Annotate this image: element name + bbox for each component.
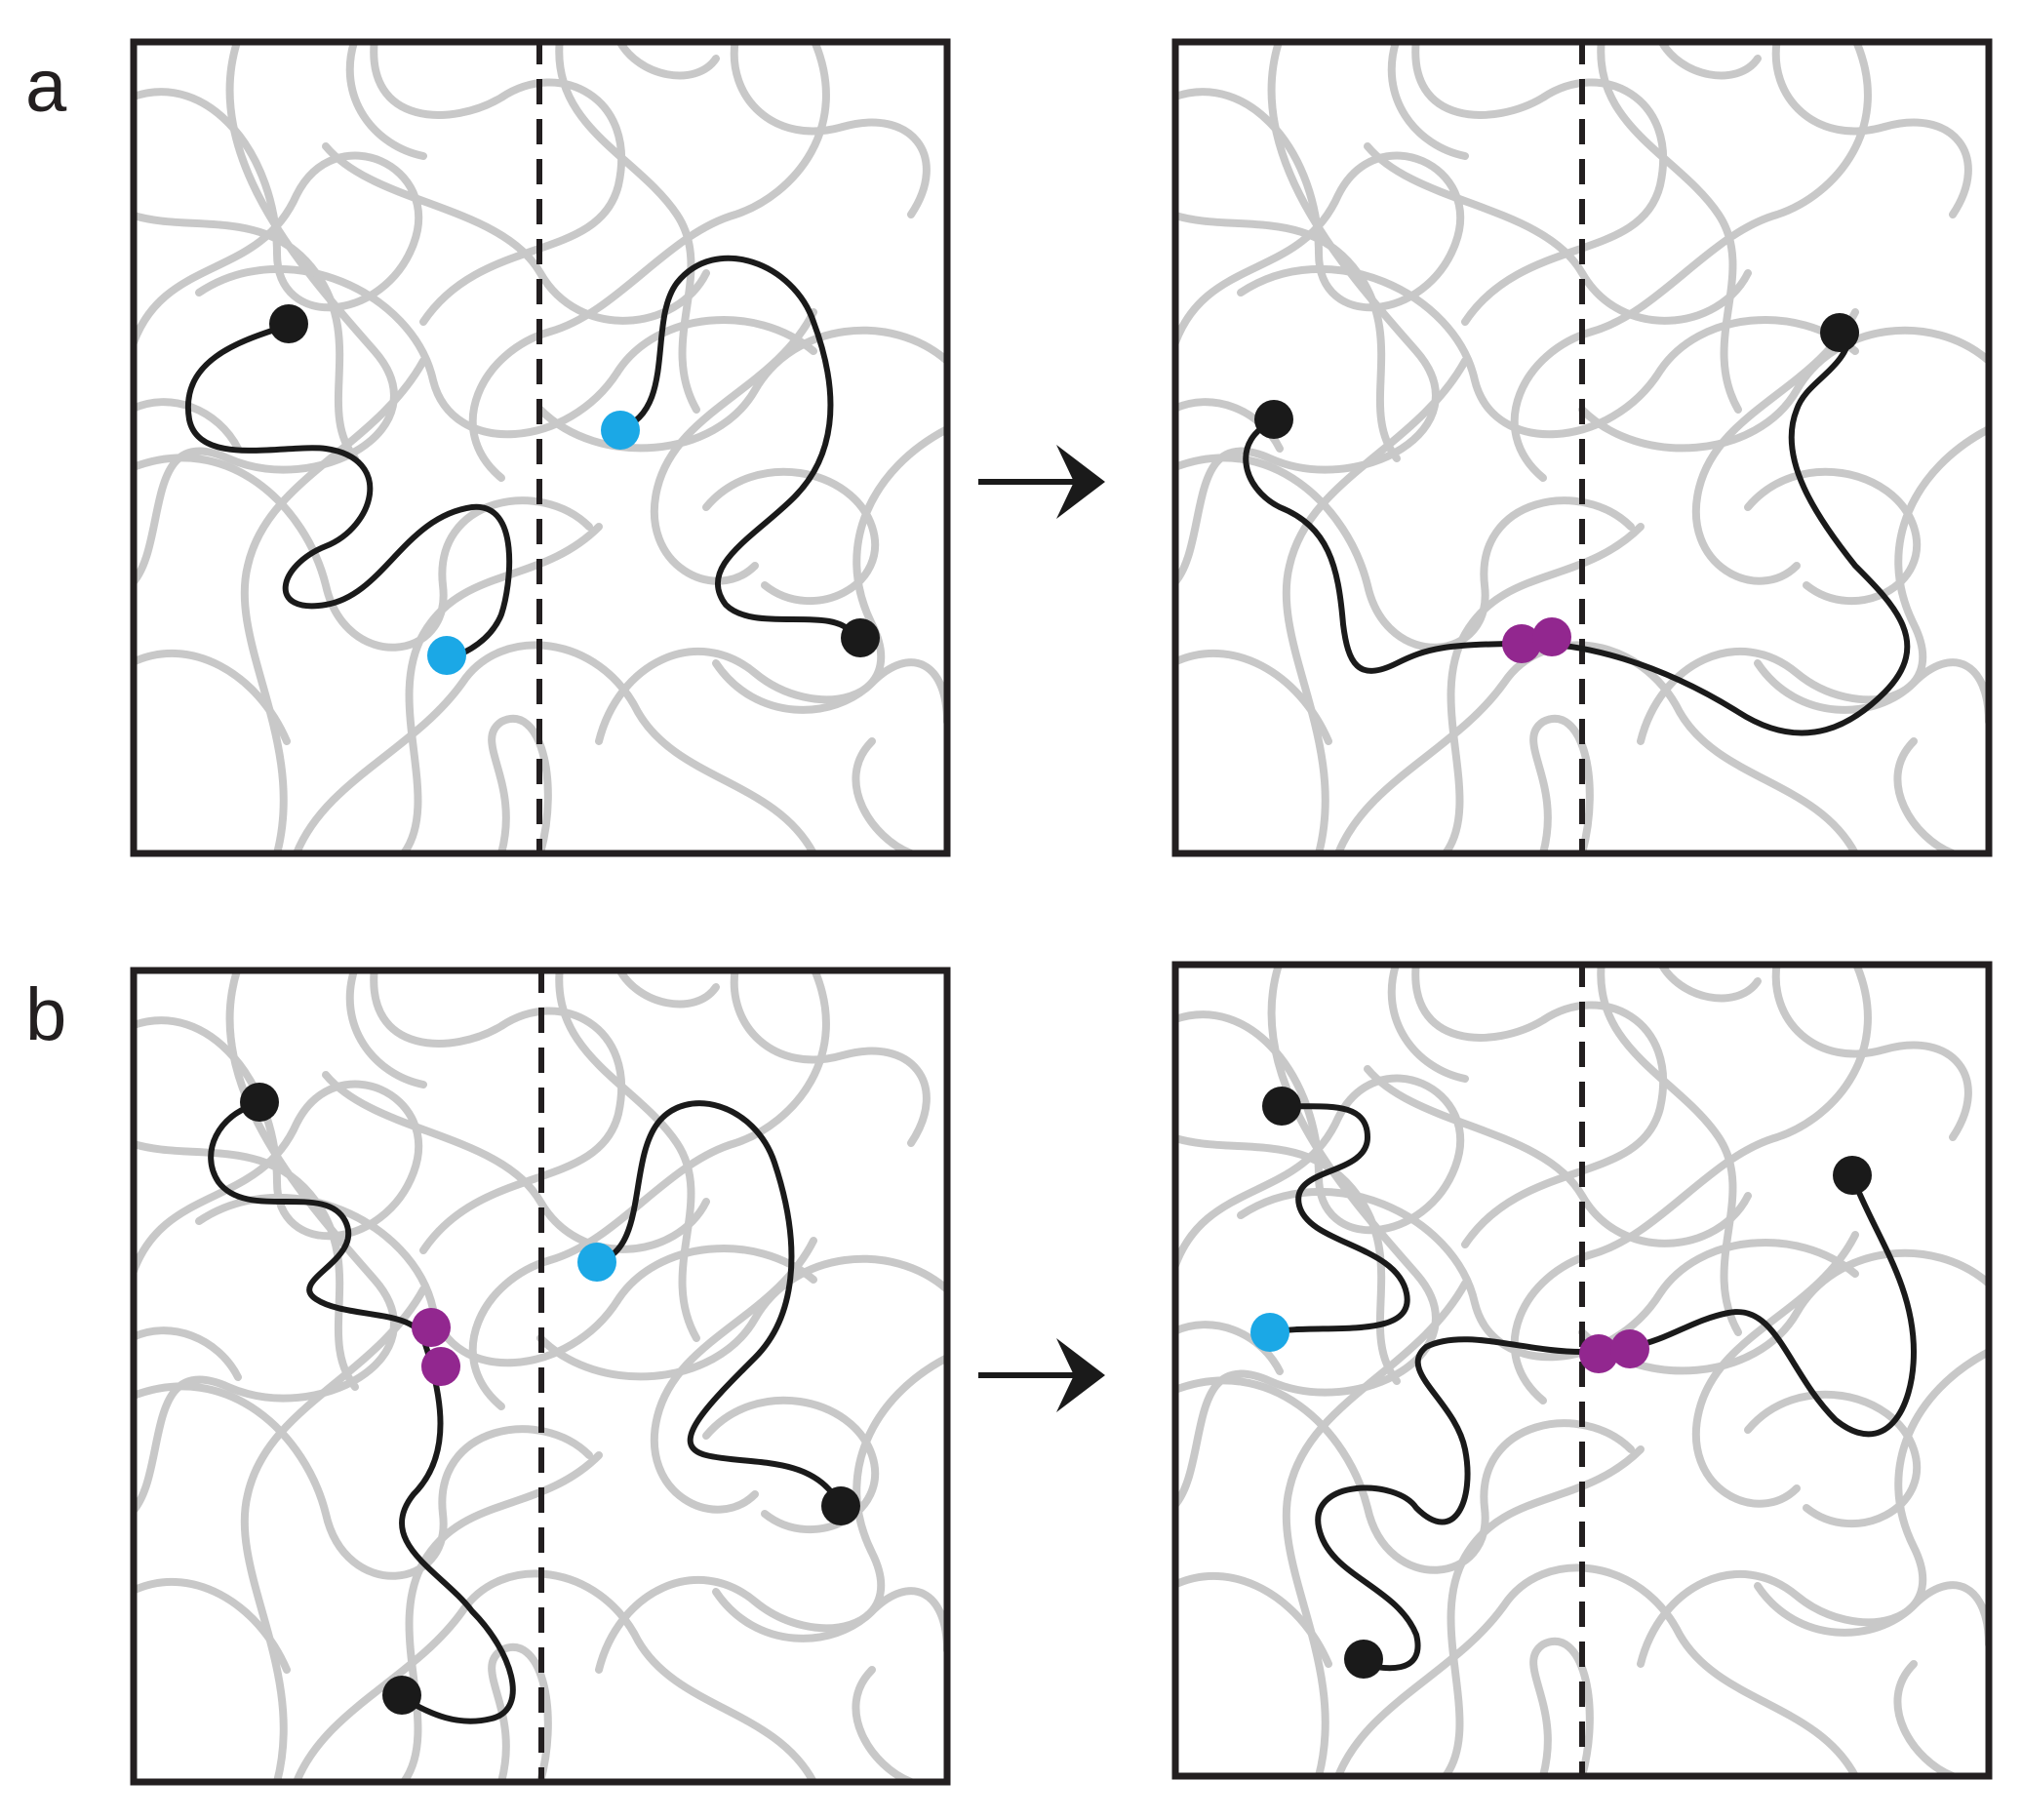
panel-a-after	[1171, 38, 1993, 857]
panel-b-after	[1171, 961, 1993, 1780]
reactive-site	[601, 411, 640, 450]
chain-right	[617, 255, 855, 637]
end-group	[382, 1676, 421, 1715]
end-group	[1820, 313, 1859, 352]
chain-right	[594, 1100, 836, 1497]
reactive-site	[577, 1243, 616, 1282]
chain-joined	[1315, 1173, 1918, 1672]
end-group	[240, 1083, 279, 1122]
panel-b-before	[130, 967, 951, 1786]
reactive-site	[427, 636, 466, 675]
right-arrow-icon	[978, 445, 1105, 519]
panel-label-a: a	[25, 45, 67, 128]
end-group	[841, 618, 880, 657]
chain-left	[184, 323, 513, 661]
panel-a-before	[130, 38, 951, 857]
end-group	[269, 304, 308, 343]
bond-site	[1532, 617, 1571, 656]
bond-site	[421, 1347, 460, 1386]
bond-site	[1502, 624, 1541, 663]
bond-site	[1610, 1329, 1649, 1368]
end-group	[1254, 400, 1293, 439]
panel-frame	[1171, 961, 1993, 1780]
end-group	[1262, 1087, 1301, 1126]
panel-frame	[130, 967, 951, 1786]
right-arrow-icon	[978, 1338, 1105, 1412]
end-group	[1344, 1640, 1383, 1679]
panel-label-b: b	[25, 973, 66, 1056]
panel-frame	[1171, 38, 1993, 857]
reactive-site	[1250, 1313, 1289, 1352]
chain-left	[1267, 1103, 1410, 1335]
panel-frame	[130, 38, 951, 857]
chain-joined	[1243, 329, 1911, 736]
end-group	[821, 1486, 860, 1525]
bond-site	[412, 1308, 451, 1347]
end-group	[1833, 1156, 1872, 1195]
bond-site	[1579, 1334, 1618, 1373]
